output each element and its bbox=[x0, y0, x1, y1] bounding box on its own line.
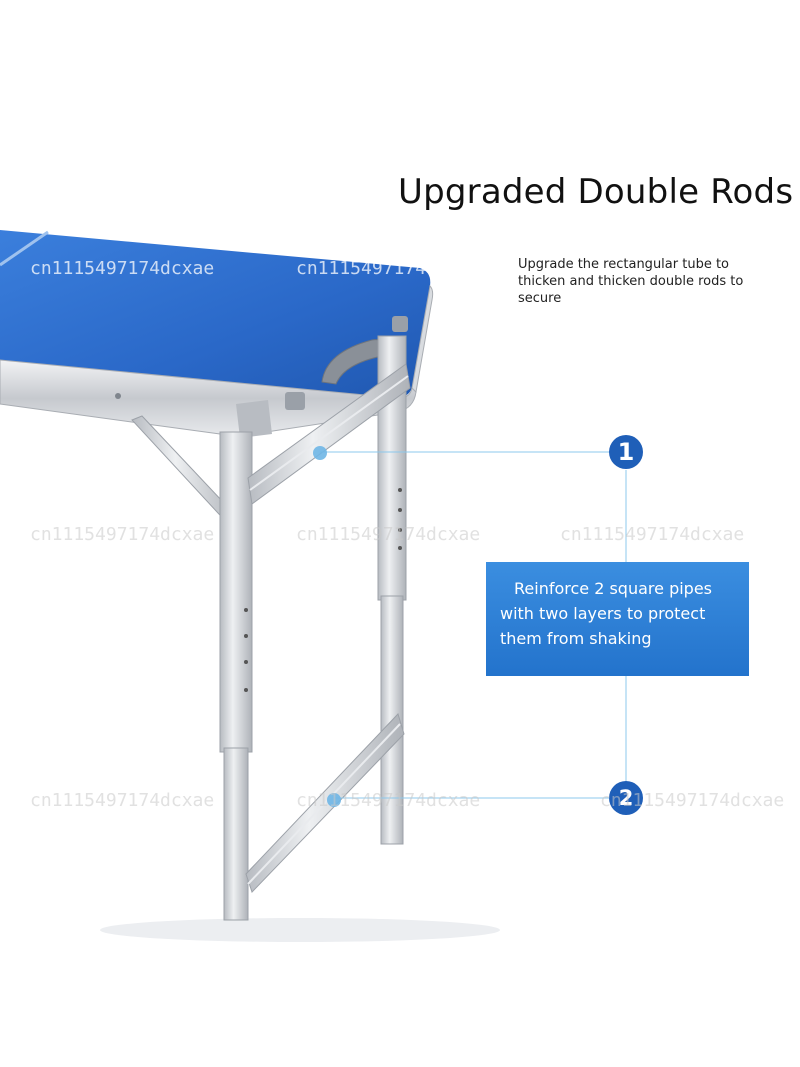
callout-text: Reinforce 2 square pipes with two layers… bbox=[500, 576, 739, 651]
leg-hole bbox=[398, 528, 402, 532]
callout-line-1: Reinforce 2 square pipes bbox=[514, 579, 712, 598]
badge-number-2: 2 bbox=[609, 781, 643, 815]
front-leg-lower bbox=[223, 747, 249, 921]
leg-hole bbox=[398, 546, 402, 550]
tabletop-surface bbox=[0, 230, 431, 398]
leg-hole bbox=[244, 634, 248, 638]
tabletop-side-rail bbox=[411, 284, 434, 394]
subtext: Upgrade the rectangular tube to thicken … bbox=[518, 256, 788, 307]
front-leg-upper bbox=[219, 431, 253, 753]
floor-shadow bbox=[100, 918, 500, 942]
leg-hole bbox=[244, 688, 248, 692]
tabletop-seam bbox=[0, 230, 49, 267]
leader-dot-2 bbox=[327, 793, 341, 807]
leg-hole bbox=[244, 608, 248, 612]
subtext-line-2: thicken and thicken double rods to bbox=[518, 274, 744, 289]
leg-hole bbox=[398, 488, 402, 492]
leg-hole bbox=[244, 660, 248, 664]
upper-cross-bar-edge bbox=[249, 375, 409, 491]
lower-cross-bar-edge bbox=[247, 723, 401, 885]
subtext-line-3: secure bbox=[518, 291, 562, 306]
callout-background bbox=[486, 562, 749, 676]
leader-dot-1 bbox=[313, 446, 327, 460]
corner-cap bbox=[236, 400, 272, 438]
callout-line-3: them from shaking bbox=[500, 629, 652, 648]
headline: Upgraded Double Rods bbox=[398, 172, 794, 212]
callout-line-2: with two layers to protect bbox=[500, 604, 706, 623]
subtext-line-1: Upgrade the rectangular tube to bbox=[518, 257, 730, 272]
latch-2 bbox=[392, 316, 408, 332]
badge-number-1: 1 bbox=[609, 435, 643, 469]
callout-box: Reinforce 2 square pipes with two layers… bbox=[486, 562, 749, 676]
latch-1 bbox=[285, 392, 305, 410]
rivet bbox=[115, 393, 121, 399]
leg-hole bbox=[398, 508, 402, 512]
